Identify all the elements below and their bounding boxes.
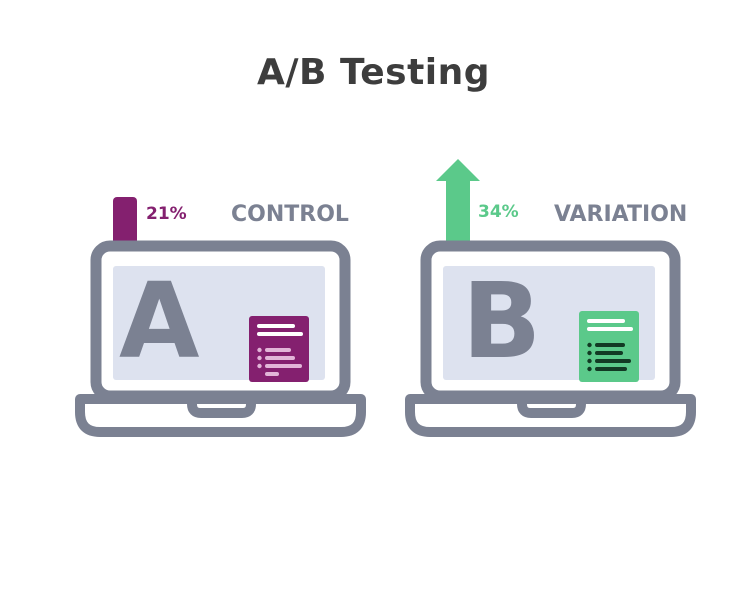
variation-document-icon (579, 311, 639, 382)
control-group: 21% CONTROL A (75, 197, 366, 437)
control-bar-icon (113, 197, 137, 245)
variation-group: 34% VARIATION B (405, 159, 696, 437)
control-label: CONTROL (231, 202, 349, 227)
control-document-icon (249, 316, 309, 382)
control-letter: A (119, 260, 200, 382)
variation-laptop-icon (405, 240, 696, 437)
variation-label: VARIATION (554, 202, 687, 227)
page-title: A/B Testing (256, 52, 491, 93)
variation-letter: B (462, 260, 541, 382)
variation-arrow-up-icon (436, 159, 480, 245)
control-percent: 21% (146, 204, 187, 224)
variation-percent: 34% (478, 202, 519, 222)
